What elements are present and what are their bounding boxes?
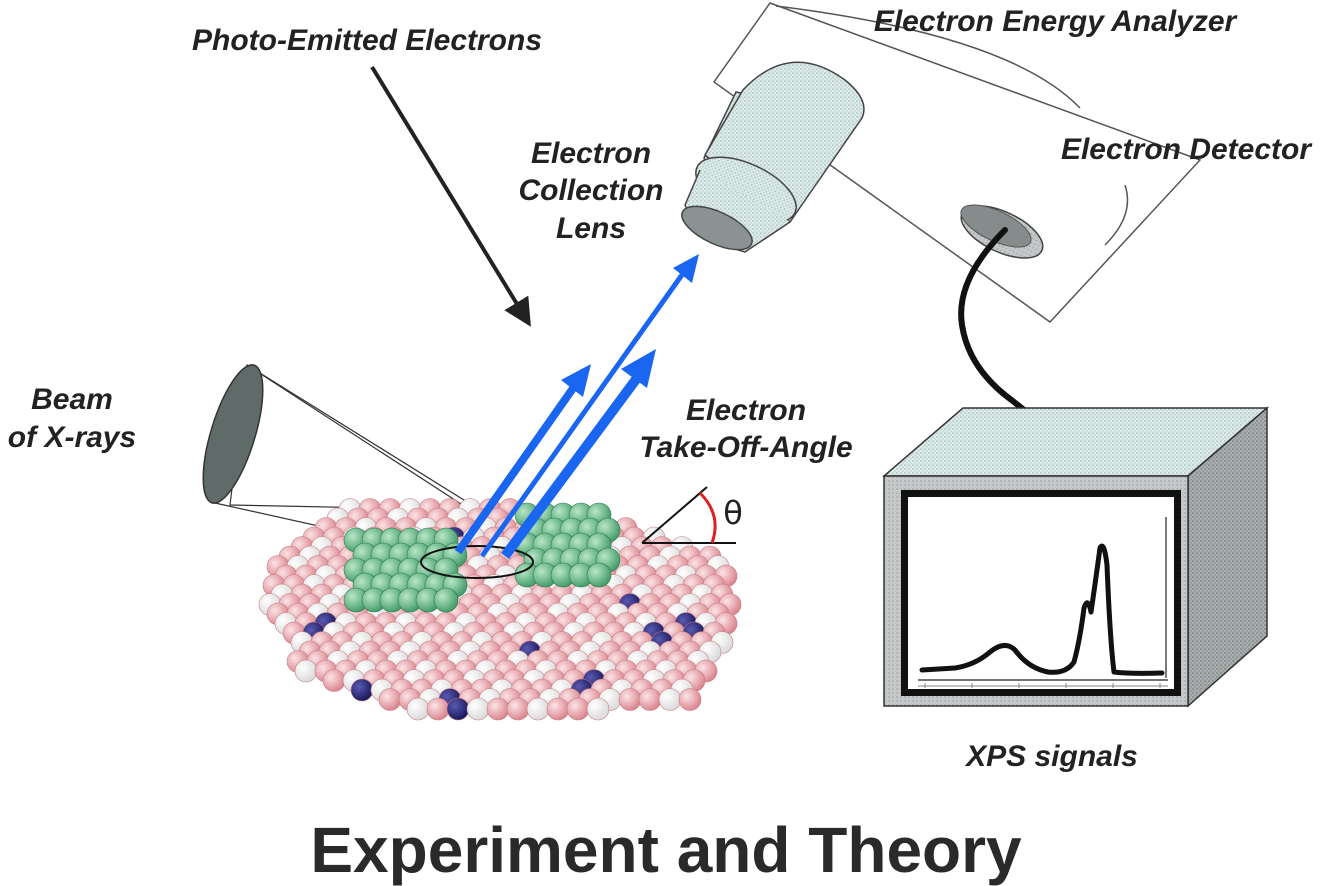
surface-atom	[426, 697, 450, 721]
label-theta: θ	[723, 494, 743, 532]
xray-spot	[420, 545, 534, 579]
surface-atom	[526, 697, 550, 721]
label-xps-signals: XPS signals	[964, 740, 1138, 773]
surface-atom	[446, 697, 470, 721]
label-beam-line-2: of X-rays	[8, 421, 136, 454]
page-title: Experiment and Theory	[310, 814, 1022, 886]
surface-atom	[506, 697, 530, 721]
surface-atom	[466, 697, 490, 721]
label-take-off-line-2: Take-Off-Angle	[639, 431, 852, 464]
surface-atom	[322, 669, 346, 692]
label-lens-line-1: Electron	[531, 137, 651, 170]
surface-atom	[378, 688, 402, 711]
take-off-angle	[641, 486, 736, 544]
surface-atom	[486, 697, 510, 721]
label-electron-detector: Electron Detector	[1061, 133, 1313, 166]
surface-atom	[566, 697, 590, 721]
label-photo-emitted-electrons: Photo-Emitted Electrons	[192, 24, 542, 57]
surface-atom	[586, 697, 610, 721]
label-lens-line-3: Lens	[556, 212, 626, 245]
adsorbate-atom	[433, 587, 459, 613]
surface-atom	[406, 697, 430, 721]
label-electron-energy-analyzer: Electron Energy Analyzer	[874, 5, 1239, 38]
surface-atom	[546, 697, 570, 721]
surface-atom	[618, 688, 642, 711]
electron-beams	[454, 254, 699, 559]
adsorbate-atom	[586, 562, 612, 588]
photo-electron-pointer-arrow	[370, 65, 531, 327]
surface-atom	[350, 678, 374, 702]
label-lens-line-2: Collection	[518, 174, 663, 207]
surface-atom	[658, 688, 682, 711]
label-take-off-line-1: Electron	[686, 394, 806, 427]
label-beam-line-1: Beam	[31, 383, 113, 416]
sample-surface	[258, 498, 742, 721]
monitor-icon	[881, 406, 1270, 708]
surface-atom	[678, 688, 702, 711]
xray-source-icon	[202, 363, 483, 554]
surface-atom	[638, 688, 662, 711]
collection-lens-icon	[681, 61, 865, 253]
xps-spectrum	[918, 517, 1168, 688]
surface-atom	[294, 659, 318, 683]
